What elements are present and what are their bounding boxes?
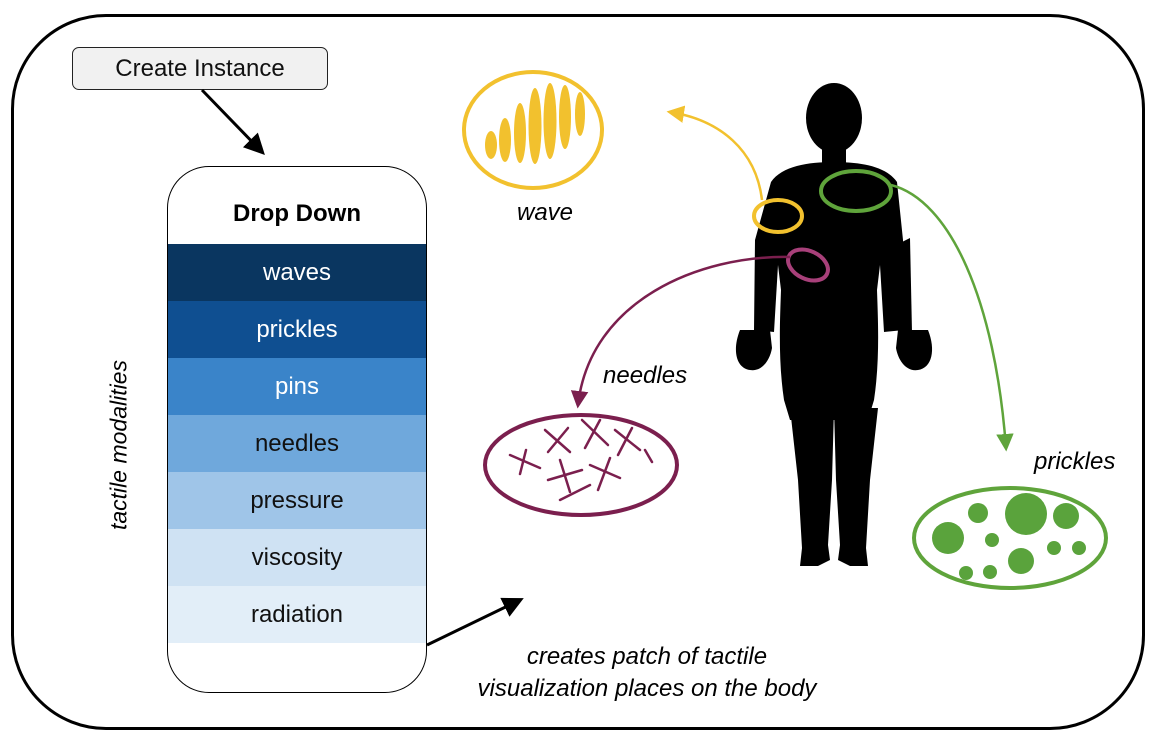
dropdown-header: Drop Down [233,199,361,227]
prickles-caption: prickles [1034,448,1116,475]
button-to-dropdown-arrow [200,88,265,156]
prickles-body-marker [819,169,893,213]
wave-body-marker [752,198,804,234]
dropdown-item-pressure[interactable]: pressure [168,472,426,529]
dropdown-item-viscosity[interactable]: viscosity [168,529,426,586]
diagram-frame [11,14,1145,730]
needles-caption: needles [603,362,688,389]
patch-description-line-2: visualization places on the body [477,675,817,702]
needles-pattern-icon [508,418,654,502]
dropdown-item-radiation[interactable]: radiation [168,586,426,643]
patch-description-line-1: creates patch of tactile [526,643,768,670]
wave-connector-arrow [666,105,764,201]
dropdown-item-waves[interactable]: waves [168,244,426,301]
dropdown-item-prickles[interactable]: prickles [168,301,426,358]
prickles-pattern-icon [932,493,1086,580]
prickles-connector-arrow [890,183,1014,452]
modality-dropdown[interactable]: Drop Down waves prickles pins needles pr… [167,166,427,693]
needles-patch-outline [483,413,679,517]
wave-pattern-icon [485,83,585,164]
create-instance-button[interactable]: Create Instance [72,47,328,90]
dropdown-item-pins[interactable]: pins [168,358,426,415]
dropdown-to-body-arrow [426,597,524,647]
needles-connector-arrow [570,255,791,409]
dropdown-item-needles[interactable]: needles [168,415,426,472]
wave-caption: wave [517,199,574,226]
human-silhouette-icon [735,83,933,566]
patch-description: creates patch of tactile visualization p… [437,641,857,705]
